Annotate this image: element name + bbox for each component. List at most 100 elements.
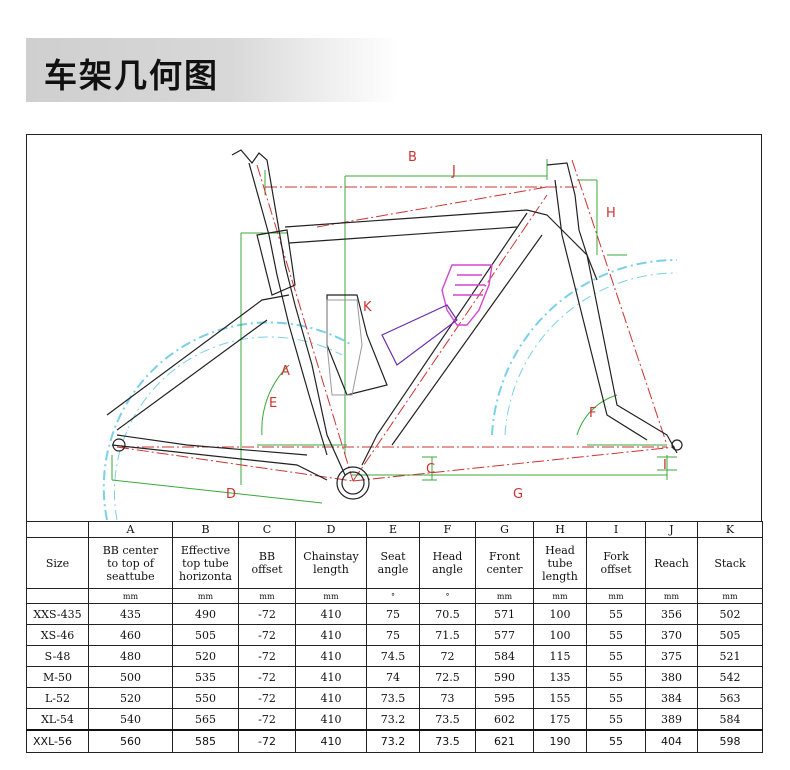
- table-row-cell: M-50: [26, 666, 89, 688]
- table-row-cell: XS-46: [26, 624, 89, 646]
- table-row-cell: -72: [238, 645, 296, 667]
- table-header-row-cell: Size: [26, 537, 89, 589]
- frame-geometry-diagram: B J H K A E F C D G I: [26, 134, 762, 522]
- table-unit-row-cell: mm: [238, 588, 296, 604]
- table-row-cell: 490: [172, 603, 239, 625]
- dim-label-f: F: [589, 406, 596, 421]
- table-row-cell: 595: [475, 687, 534, 709]
- table-row-cell: 75: [366, 603, 420, 625]
- table-row-cell: S-48: [26, 645, 89, 667]
- table-row-cell: 55: [586, 666, 646, 688]
- table-row-cell: 135: [533, 666, 587, 688]
- table-row-cell: 540: [88, 708, 173, 731]
- table-unit-row-cell: mm: [88, 588, 173, 604]
- table-row-cell: 560: [88, 729, 173, 753]
- table-row-cell: 502: [697, 603, 763, 625]
- dim-label-i: I: [663, 458, 667, 473]
- table-row-cell: 535: [172, 666, 239, 688]
- table-row-cell: 375: [645, 645, 698, 667]
- table-letter-row-cell: J: [645, 521, 698, 538]
- table-row-cell: L-52: [26, 687, 89, 709]
- table-row-cell: 550: [172, 687, 239, 709]
- table-row-cell: 175: [533, 708, 587, 731]
- table-row-cell: 410: [295, 645, 367, 667]
- table-row-cell: 73.5: [419, 708, 476, 731]
- table-unit-row-cell: °: [419, 588, 476, 604]
- table-row-cell: -72: [238, 708, 296, 731]
- table-row-cell: 621: [475, 729, 534, 753]
- table-row-cell: 100: [533, 624, 587, 646]
- table-row-cell: 563: [697, 687, 763, 709]
- table-unit-row-cell: mm: [586, 588, 646, 604]
- table-row-cell: 73.2: [366, 729, 420, 753]
- table-row-cell: 565: [172, 708, 239, 731]
- table-row-cell: 73.5: [366, 687, 420, 709]
- table-row-cell: 521: [697, 645, 763, 667]
- table-row-cell: 55: [586, 708, 646, 731]
- table-row-cell: 500: [88, 666, 173, 688]
- table-row-cell: 73.2: [366, 708, 420, 731]
- table-row-cell: 584: [697, 708, 763, 731]
- table-row-cell: 71.5: [419, 624, 476, 646]
- table-row-cell: 370: [645, 624, 698, 646]
- table-row-cell: 435: [88, 603, 173, 625]
- dim-label-k: K: [363, 300, 372, 315]
- table-row-cell: -72: [238, 666, 296, 688]
- table-row-cell: 384: [645, 687, 698, 709]
- table-row-cell: XL-54: [26, 708, 89, 731]
- table-row-cell: 520: [88, 687, 173, 709]
- table-unit-row-cell: mm: [475, 588, 534, 604]
- dim-label-b: B: [408, 150, 417, 165]
- table-unit-row-cell: mm: [295, 588, 367, 604]
- table-letter-row-cell: K: [697, 521, 763, 538]
- table-letter-row-cell: F: [419, 521, 476, 538]
- table-row-cell: 598: [697, 729, 763, 753]
- table-row-cell: 410: [295, 603, 367, 625]
- dim-label-j: J: [451, 164, 456, 179]
- dim-label-e: E: [269, 396, 277, 411]
- table-row-cell: XXL-56: [26, 729, 89, 753]
- table-row-cell: 410: [295, 666, 367, 688]
- table-row-cell: 75: [366, 624, 420, 646]
- table-row-cell: 460: [88, 624, 173, 646]
- table-row-cell: 520: [172, 645, 239, 667]
- table-header-row-cell: Stack: [697, 537, 763, 589]
- table-row-cell: 584: [475, 645, 534, 667]
- table-row-cell: 410: [295, 624, 367, 646]
- table-row-cell: 585: [172, 729, 239, 753]
- table-row-cell: XXS-435: [26, 603, 89, 625]
- table-letter-row-cell: H: [533, 521, 587, 538]
- table-unit-row-cell: [26, 588, 89, 604]
- table-row-cell: 380: [645, 666, 698, 688]
- table-row-cell: 389: [645, 708, 698, 731]
- table-row-cell: 404: [645, 729, 698, 753]
- table-row-cell: 577: [475, 624, 534, 646]
- table-row-cell: 571: [475, 603, 534, 625]
- table-row-cell: -72: [238, 603, 296, 625]
- table-letter-row-cell: D: [295, 521, 367, 538]
- table-unit-row-cell: mm: [697, 588, 763, 604]
- table-unit-row-cell: mm: [533, 588, 587, 604]
- page-title: 车架几何图: [44, 56, 219, 95]
- table-row-cell: 72.5: [419, 666, 476, 688]
- table-letter-row-cell: A: [88, 521, 173, 538]
- dim-label-h: H: [606, 206, 616, 221]
- table-row-cell: -72: [238, 729, 296, 753]
